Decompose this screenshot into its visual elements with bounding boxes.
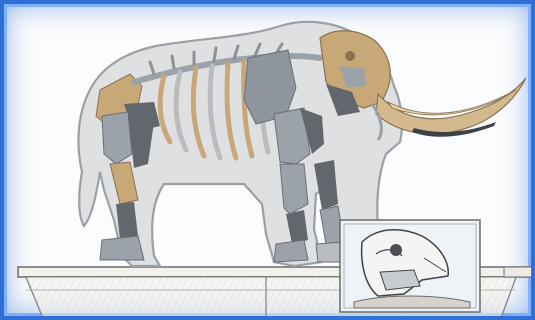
mammoth-illustration [4, 4, 535, 320]
skull-display-case [340, 220, 480, 312]
